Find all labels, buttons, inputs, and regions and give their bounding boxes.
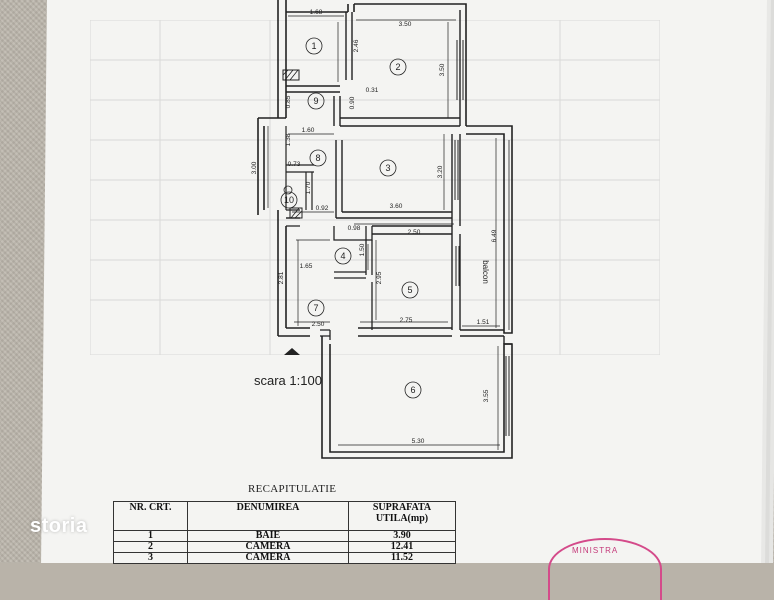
cell-area: 3.90 [348,530,456,542]
dim-label: 0.98 [348,225,361,232]
table-row: 1 BAIE 3.90 [113,530,456,542]
dim-label: 3.50 [399,21,412,28]
cell-area: 12.41 [348,541,456,553]
dim-label: 5.30 [412,438,425,445]
floor-plan: 1 2 3 4 5 6 7 8 9 10 1.68 3.50 0.31 1.60… [251,0,513,459]
room-number-6: 6 [410,385,415,395]
dim-label: 2.46 [353,39,360,52]
cell-nr: 1 [113,530,188,542]
table-header-row: NR. CRT. DENUMIREA SUPRAFATA UTILA(mp) [113,501,456,531]
header-suprafata: SUPRAFATA UTILA(mp) [348,501,456,531]
dim-label: 0.73 [288,161,301,168]
ghost-table-shadow [90,20,660,355]
dim-label: 2.50 [408,229,421,236]
entrance-arrow-icon [284,348,300,355]
dim-label: 2.81 [278,271,285,284]
room-number-7: 7 [313,303,318,313]
scale-label: scara 1:100 [254,373,322,388]
dim-label: 1.50 [359,243,366,256]
dim-label: 3.55 [483,389,490,402]
header-nr: NR. CRT. [113,501,188,531]
room-number-3: 3 [385,163,390,173]
dim-label: 3.00 [251,161,258,174]
room-number-5: 5 [407,285,412,295]
dim-label: 3.20 [437,165,444,178]
table-row: 3 CAMERA 11.52 [113,552,456,564]
room-number-2: 2 [395,62,400,72]
storia-logo[interactable]: storia [30,515,88,537]
dim-label: 1.51 [477,319,490,326]
dim-label: 1.65 [300,263,313,270]
room-number-10: 10 [284,195,294,205]
cell-name: CAMERA [187,552,349,564]
dim-label: 0.90 [349,96,356,109]
dim-label: 1.68 [310,9,323,16]
dim-label: 2.95 [376,271,383,284]
cell-nr: 2 [113,541,188,553]
dim-label: 2.50 [312,321,325,328]
cell-nr: 3 [113,552,188,564]
header-denumirea: DENUMIREA [187,501,349,531]
dim-label: 6.49 [491,229,498,242]
stamp-text: MINISTRA [572,546,619,555]
dim-label: 2.75 [400,317,413,324]
room-number-9: 9 [313,96,318,106]
recap-title: RECAPITULATIE [248,483,337,495]
table-row: 2 CAMERA 12.41 [113,541,456,553]
room-number-1: 1 [311,41,316,51]
dim-label: 1.70 [305,181,312,194]
ministry-stamp: MINISTRA [548,538,662,600]
balcony-label: balcon [481,260,490,284]
dim-label: 3.50 [439,63,446,76]
dim-label: 1.60 [302,127,315,134]
cell-name: BAIE [187,530,349,542]
cell-area: 11.52 [348,552,456,564]
room-number-8: 8 [315,153,320,163]
room-number-4: 4 [340,251,345,261]
cell-name: CAMERA [187,541,349,553]
dim-label: 0.31 [366,87,379,94]
dim-label: 3.60 [390,203,403,210]
dim-label: 1.38 [285,133,292,146]
dim-label: 0.85 [285,95,292,108]
recap-table: NR. CRT. DENUMIREA SUPRAFATA UTILA(mp) 1… [113,501,456,564]
dim-label: 0.92 [316,205,329,212]
